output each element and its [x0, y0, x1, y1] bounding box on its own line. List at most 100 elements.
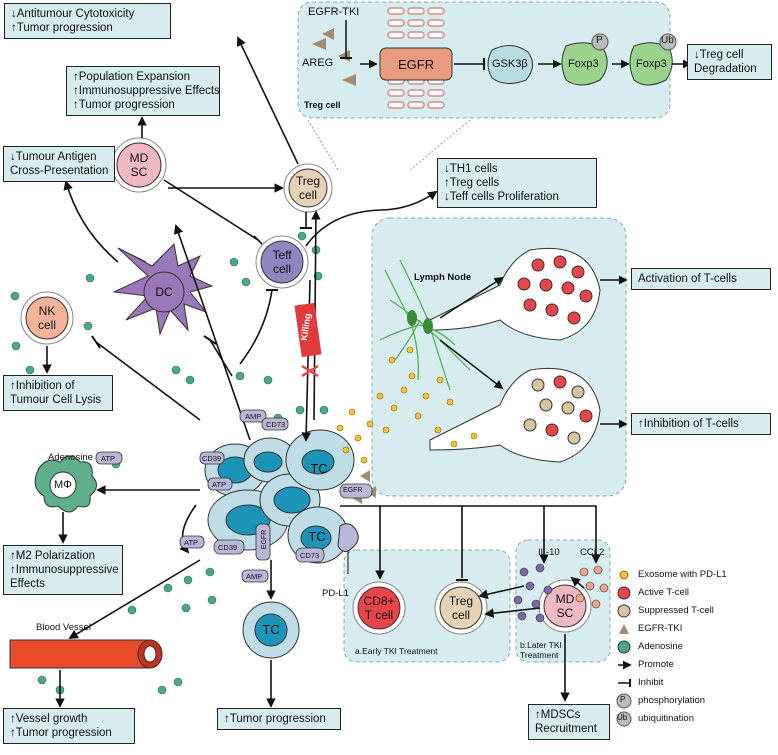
legend-inhibit-label: Inhibit	[638, 677, 664, 688]
legend-item-adenosine: Adenosine	[618, 638, 727, 656]
th1-box: ↓TH1 cells ↑Treg cells ↓Teff cells Proli…	[437, 158, 597, 208]
inhibition-t-box: ↑Inhibition of T-cells	[631, 413, 771, 435]
mdsc-effects-line-2: ↑Immunosuppressive Effects	[73, 85, 220, 97]
foxp3-a-label: Foxp3	[568, 58, 599, 70]
legend-ub-symbol: Ub	[617, 713, 628, 722]
legend-item-active: Active T-cell	[618, 584, 727, 602]
cd8-label-1: CD8+	[363, 594, 395, 608]
tc-bottom-label: TC	[262, 622, 280, 637]
nk-label-2: cell	[37, 318, 56, 332]
exosomes	[336, 346, 478, 464]
vessel-line-1: ↑Vessel growth	[10, 713, 88, 725]
ccl2-label: CCL2	[580, 547, 605, 558]
atp-label-3: ATP	[184, 538, 199, 547]
treg-degradation-line-1: ↓Treg cell	[694, 49, 744, 61]
legend: Exosome with PD-L1 Active T-cell Suppres…	[618, 566, 727, 728]
killing-banner	[294, 302, 322, 358]
later-tki-line-1: b.Later TKI	[520, 640, 562, 650]
activation-box: Activation of T-cells	[631, 268, 771, 290]
legend-item-exosome: Exosome with PD-L1	[618, 566, 727, 584]
antitumour-box: ↓Antitumour Cytotoxicity ↑Tumor progress…	[4, 3, 171, 39]
treg-label-2: cell	[298, 188, 317, 202]
legend-item-egfr-tki: EGFR-TKI	[618, 620, 727, 638]
legend-item-promote: Promote	[618, 656, 727, 674]
cd73-label-2: CD73	[300, 551, 320, 560]
teff-label-2: cell	[272, 262, 291, 276]
activation-line-1: Activation of T-cells	[638, 273, 737, 285]
nk-inhibition-box: ↑Inhibition of Tumour Cell Lysis	[3, 375, 113, 411]
lymph-node-top	[429, 247, 601, 341]
mdsc-effects-box: ↑Population Expansion ↑Immunosuppressive…	[66, 66, 220, 116]
areg-label: AREG	[302, 57, 334, 69]
cd39-label-2: CD39	[218, 543, 238, 552]
tc-main2-label: TC	[308, 529, 326, 544]
tc-main1-label: TC	[310, 461, 328, 476]
mdscs-recruit-line-2: Recruitment	[535, 723, 597, 735]
egfr-small-label: EGFR	[343, 487, 363, 494]
amp-label-2: AMP	[246, 572, 263, 581]
mdsc-effects-line-3: ↑Tumor progression	[73, 99, 175, 111]
p-label: P	[596, 35, 603, 46]
treg-degradation-box: ↓Treg cell Degradation	[687, 44, 772, 80]
treg-degradation-line-2: Degradation	[694, 63, 757, 75]
mphi-label: MΦ	[54, 479, 72, 491]
legend-symbols	[616, 570, 632, 727]
atp-label-2: ATP	[212, 480, 227, 489]
vessel-box: ↑Vessel growth ↑Tumor progression	[3, 708, 135, 744]
blood-vessel-label: Blood Vessel	[36, 622, 91, 633]
mdsc-label-2: SC	[130, 165, 148, 179]
pdl1-label: PD-L1	[322, 588, 349, 599]
legend-egfr-tki-label: EGFR-TKI	[638, 623, 683, 634]
tumour-antigen-box: ↓Tumour Antigen Cross-Presentation	[3, 146, 115, 182]
egfr-label: EGFR	[398, 57, 435, 72]
pd-l1-shape	[337, 523, 359, 552]
ub-label: Ub	[661, 35, 674, 46]
phosphorylation-marker	[591, 33, 609, 51]
cd39-label-1: CD39	[202, 454, 222, 463]
nk-label-1: NK	[38, 304, 56, 318]
il10-label: IL-10	[538, 547, 560, 558]
tumor-progression-box: ↑Tumor progression	[217, 708, 341, 730]
egfr-tki-label: EGFR-TKI	[308, 6, 360, 18]
ubiquitination-marker	[659, 33, 677, 51]
dc-label: DC	[155, 285, 173, 299]
mdsc2-label-1: MD	[555, 592, 575, 606]
ccl2-dots	[575, 565, 609, 609]
atp-label-1: ATP	[101, 454, 116, 463]
egfr-receptor	[379, 47, 453, 81]
foxp3-b-label: Foxp3	[636, 58, 667, 70]
th1-line-2: ↑Treg cells	[444, 177, 500, 189]
teff-label-1: Teff	[272, 248, 292, 262]
tumour-antigen-line-2: Cross-Presentation	[10, 165, 109, 177]
mdscs-recruit-box: ↑MDSCs Recruitment	[528, 704, 610, 740]
legend-p-symbol: P	[620, 695, 626, 704]
blood-vessel	[9, 639, 163, 669]
cd73-label-1: CD73	[266, 420, 286, 429]
cd8-label-2: T cell	[364, 608, 394, 622]
mdsc-effects-line-1: ↑Population Expansion	[73, 71, 190, 83]
vessel-line-2: ↑Tumor progression	[10, 727, 112, 739]
gsk-label: GSK3β	[492, 58, 528, 70]
cd8-label: CD8+T cell	[354, 594, 404, 622]
m2-line-3: Effects	[10, 578, 45, 590]
th1-line-1: ↓TH1 cells	[444, 163, 498, 175]
treg2-label-1: Treg	[448, 594, 474, 608]
molecule-pills	[95, 409, 373, 583]
egfr-small-label-2: EGFR	[261, 529, 269, 550]
antitumour-line-1: ↓Antitumour Cytotoxicity	[11, 8, 135, 20]
legend-item-inhibit: Inhibit	[618, 674, 727, 692]
legend-item-suppressed: Suppressed T-cell	[618, 602, 727, 620]
treg2-label-2: cell	[451, 608, 470, 622]
mdsc2-label-2: SC	[556, 606, 574, 620]
legend-adenosine-label: Adenosine	[638, 641, 683, 652]
legend-ubiquitination-label: ubiquitination	[638, 713, 694, 724]
legend-promote-label: Promote	[638, 659, 674, 670]
m2-line-1: ↑M2 Polarization	[10, 550, 96, 562]
lymph-node-label: Lymph Node	[414, 272, 472, 283]
